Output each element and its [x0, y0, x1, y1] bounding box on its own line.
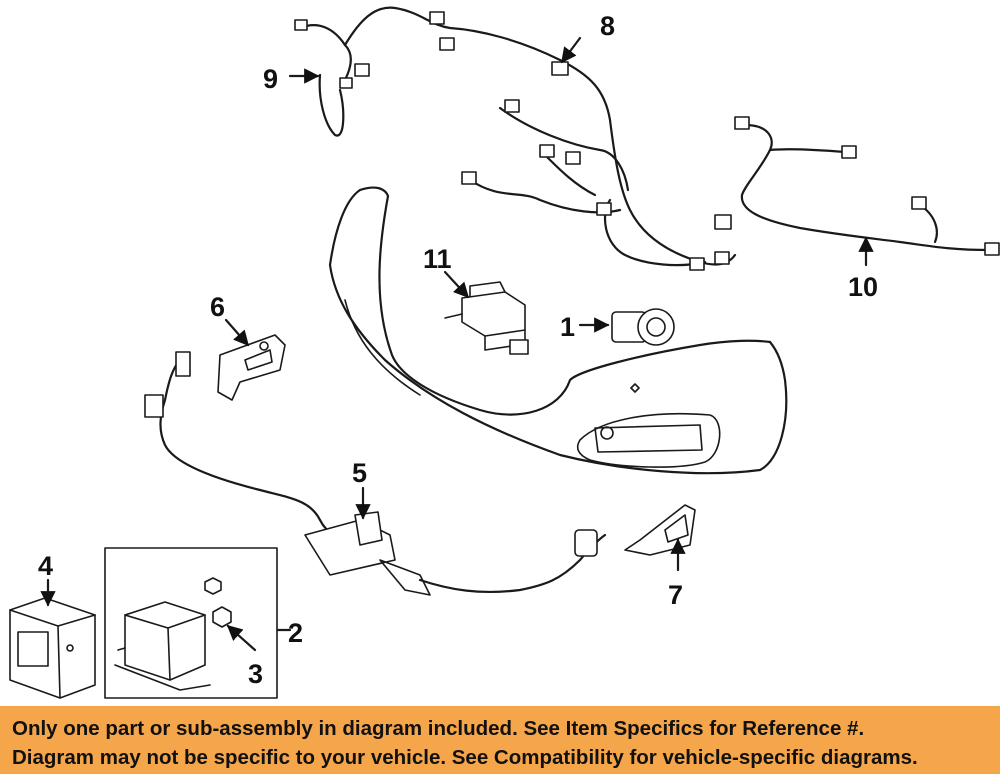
part-11-connector — [444, 281, 529, 355]
parts-diagram: 8 9 10 11 1 6 5 7 4 2 3 — [9, 6, 1000, 699]
callout-10: 10 — [848, 272, 878, 302]
part-7-bracket — [624, 504, 696, 556]
wire-harness-10 — [734, 116, 1000, 256]
callout-1: 1 — [560, 312, 575, 342]
callout-6: 6 — [210, 292, 225, 322]
part-1-sensor — [611, 308, 675, 346]
wire-harness-8 — [294, 6, 737, 271]
callout-4: 4 — [38, 551, 53, 581]
callout-5: 5 — [352, 458, 367, 488]
notice-line-1: Only one part or sub-assembly in diagram… — [12, 717, 865, 740]
part-6-bracket — [217, 334, 286, 401]
part-4-module — [9, 597, 96, 699]
notice-banner: Only one part or sub-assembly in diagram… — [0, 706, 1000, 774]
callout-7: 7 — [668, 580, 683, 610]
callout-8: 8 — [600, 11, 615, 41]
callout-11: 11 — [423, 244, 452, 274]
leader-arrows — [40, 36, 874, 652]
part-5-bracket-wire — [144, 351, 607, 596]
notice-line-2: Diagram may not be specific to your vehi… — [12, 746, 918, 769]
callout-2: 2 — [288, 618, 303, 648]
bumper-cover — [328, 186, 788, 475]
callout-9: 9 — [263, 64, 278, 94]
part-2-3-inset-box — [104, 547, 278, 699]
callout-3: 3 — [248, 659, 263, 689]
